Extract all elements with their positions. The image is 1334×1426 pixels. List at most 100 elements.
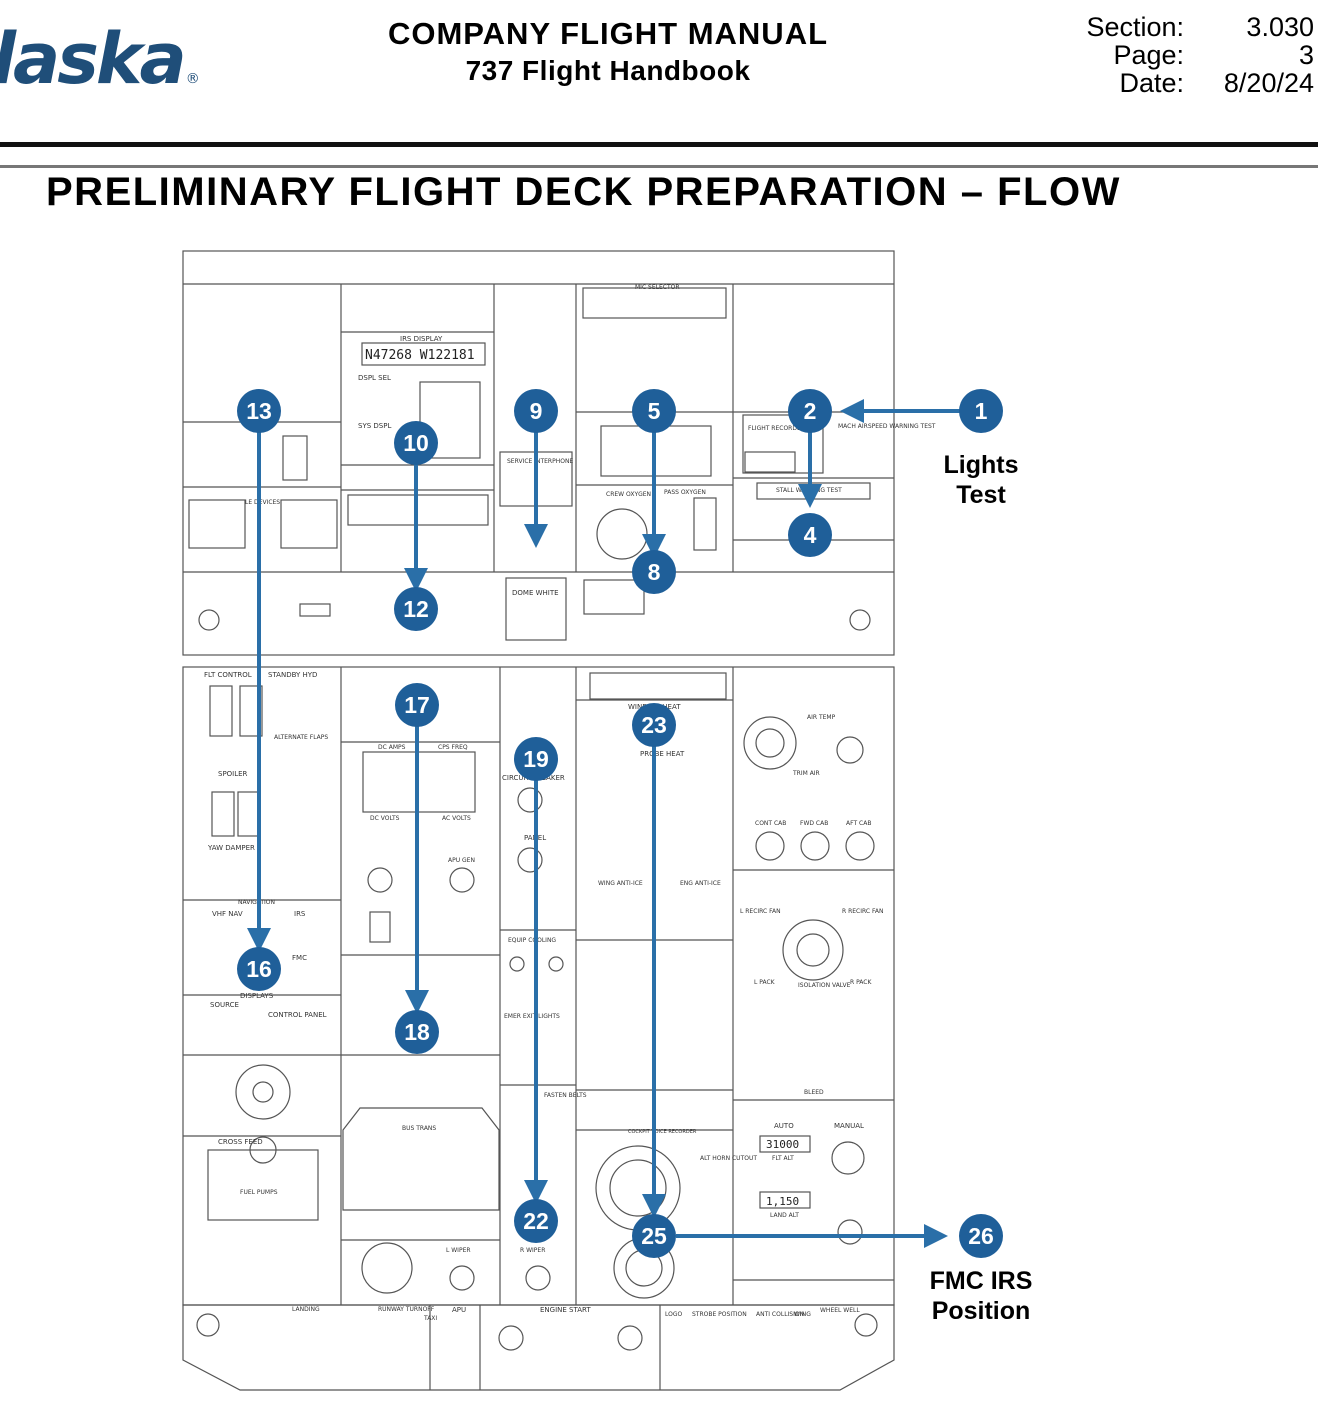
l-wiper-label: L WIPER <box>446 1247 471 1254</box>
irs-label: IRS <box>294 910 306 918</box>
land-alt-value: 1,150 <box>766 1195 799 1208</box>
air-temp-label: AIR TEMP <box>807 714 836 721</box>
wing-light-label: WING <box>794 1311 811 1318</box>
header-rule-thin <box>0 165 1318 168</box>
meta-page: Page:3 <box>1113 40 1314 70</box>
spoiler-label: SPOILER <box>218 770 248 778</box>
ac-volts-label: AC VOLTS <box>442 815 471 822</box>
step-badge: 12 <box>394 587 438 631</box>
meta-date: Date:8/20/24 <box>1119 68 1314 98</box>
svg-text:9: 9 <box>530 398 543 424</box>
eng-anti-ice-label: ENG ANTI-ICE <box>680 880 721 887</box>
lights-strip-frame <box>182 1304 895 1391</box>
isolation-valve-label: ISOLATION VALVE <box>798 982 851 989</box>
dc-amps-label: DC AMPS <box>378 744 406 751</box>
apu-label: APU <box>452 1306 466 1314</box>
step-badge: 1 <box>959 389 1003 433</box>
manual-subtitle: 737 Flight Handbook <box>465 55 751 86</box>
header-rule-thick <box>0 142 1318 147</box>
land-alt-label: LAND ALT <box>770 1212 799 1219</box>
manual-title: COMPANY FLIGHT MANUAL <box>387 16 829 51</box>
svg-text:22: 22 <box>523 1208 549 1234</box>
runway-turnoff-label: RUNWAY TURNOFF <box>378 1306 435 1313</box>
vhf-nav-label: VHF NAV <box>212 910 243 918</box>
forward-overhead-frame <box>182 250 895 656</box>
svg-text:16: 16 <box>246 956 272 982</box>
irs-readout: N47268 W122181 <box>365 348 475 363</box>
svg-text:12: 12 <box>403 596 429 622</box>
svg-text:19: 19 <box>523 746 549 772</box>
step-badge: 26 <box>959 1214 1003 1258</box>
fmc-label: FMC <box>292 954 307 962</box>
step-badge: 9 <box>514 389 558 433</box>
displays-label: DISPLAYS <box>240 992 274 1000</box>
svg-text:10: 10 <box>403 430 429 456</box>
alternate-flaps-label: ALTERNATE FLAPS <box>274 734 328 741</box>
source-label: SOURCE <box>210 1001 239 1009</box>
flt-alt-label: FLT ALT <box>772 1155 794 1162</box>
l-pack-label: L PACK <box>754 979 776 986</box>
mic-selector-label: MIC SELECTOR <box>635 284 680 291</box>
step-badge: 25 <box>632 1214 676 1258</box>
crew-oxygen-label: CREW OXYGEN <box>606 491 651 498</box>
lights-test-callout: Lights Test <box>943 451 1019 509</box>
service-interphone-label: SERVICE INTERPHONE <box>507 458 573 465</box>
step-badge: 4 <box>788 513 832 557</box>
r-wiper-label: R WIPER <box>520 1247 545 1254</box>
flt-alt-value: 31000 <box>766 1138 799 1151</box>
strobe-position-label: STROBE POSITION <box>692 1311 747 1318</box>
bus-trans-label: BUS TRANS <box>402 1125 436 1132</box>
svg-text:1: 1 <box>975 398 988 424</box>
step-badge: 8 <box>632 550 676 594</box>
standby-hyd-label: STANDBY HYD <box>268 671 317 679</box>
pass-oxygen-label: PASS OXYGEN <box>664 489 706 496</box>
flight-recorder-label: FLIGHT RECORDER <box>748 425 805 432</box>
cps-freq-label: CPS FREQ <box>438 744 468 751</box>
svg-text:8: 8 <box>648 559 661 585</box>
manual-label: MANUAL <box>834 1122 864 1130</box>
step-badge: 2 <box>788 389 832 433</box>
taxi-label: TAXI <box>423 1315 437 1322</box>
step-badge: 22 <box>514 1199 558 1243</box>
step-badge: 18 <box>395 1010 439 1054</box>
svg-text:23: 23 <box>641 712 667 738</box>
dome-white-label: DOME WHITE <box>512 589 559 597</box>
sys-dspl-label: SYS DSPL <box>358 422 391 430</box>
svg-text:25: 25 <box>641 1223 667 1249</box>
svg-text:5: 5 <box>648 398 661 424</box>
svg-text:26: 26 <box>968 1223 994 1249</box>
auto-label: AUTO <box>774 1122 794 1130</box>
landing-label: LANDING <box>292 1306 320 1313</box>
svg-text:13: 13 <box>246 398 272 424</box>
flow-arrows <box>247 399 960 1248</box>
alt-horn-cutout-label: ALT HORN CUTOUT <box>700 1155 757 1162</box>
alaska-logo: laska® <box>0 18 200 100</box>
mach-airspeed-label: MACH AIRSPEED WARNING TEST <box>838 423 936 430</box>
logo-light-label: LOGO <box>665 1311 683 1318</box>
probe-heat-label: PROBE HEAT <box>640 750 685 758</box>
emer-exit-lights-label: EMER EXIT LIGHTS <box>504 1013 560 1020</box>
irs-display-label: IRS DISPLAY <box>400 335 443 343</box>
step-badge: 16 <box>237 947 281 991</box>
step-badge: 5 <box>632 389 676 433</box>
svg-text:18: 18 <box>404 1019 430 1045</box>
r-pack-label: R PACK <box>850 979 872 986</box>
cont-cab-label: CONT CAB <box>755 820 786 827</box>
navigation-label: NAVIGATION <box>238 899 275 906</box>
step-badge: 13 <box>237 389 281 433</box>
document-meta: Section:3.030 Page:3 Date:8/20/24 <box>1086 13 1314 97</box>
anti-collision-label: ANTI COLLISION <box>756 1311 804 1318</box>
yaw-damper-label: YAW DAMPER <box>207 844 255 852</box>
cvr-label: COCKPIT VOICE RECORDER <box>628 1129 697 1135</box>
step-badges: 1 2 4 5 8 9 10 12 13 16 17 18 19 22 23 2… <box>237 389 1003 1258</box>
equip-cooling-label: EQUIP COOLING <box>508 937 556 944</box>
engine-start-label: ENGINE START <box>540 1306 591 1314</box>
control-panel-label: CONTROL PANEL <box>268 1011 327 1019</box>
cross-feed-label: CROSS FEED <box>218 1138 263 1146</box>
meta-section: Section:3.030 <box>1086 12 1314 42</box>
fasten-belts-label: FASTEN BELTS <box>544 1092 587 1099</box>
step-badge: 17 <box>395 683 439 727</box>
dspl-sel-label: DSPL SEL <box>358 374 391 382</box>
flt-control-label: FLT CONTROL <box>204 671 252 679</box>
